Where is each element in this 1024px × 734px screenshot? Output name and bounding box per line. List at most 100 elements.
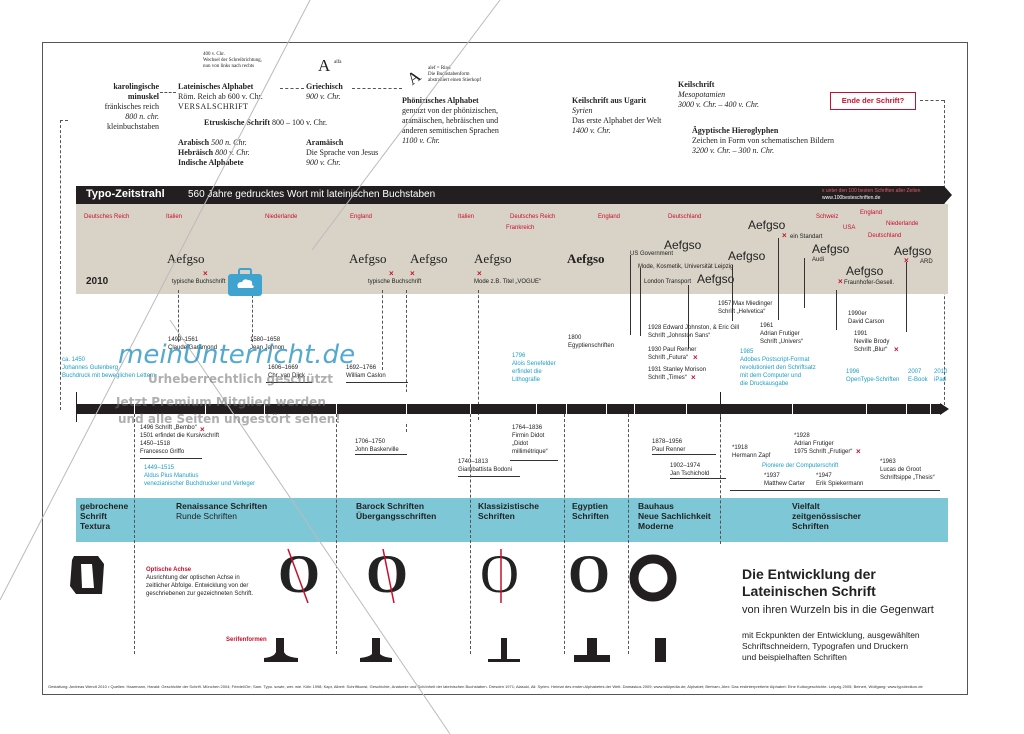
top100-mark: ×	[904, 256, 909, 265]
type-samples-panel	[76, 204, 948, 294]
timeline-axis	[76, 404, 942, 414]
axis-tick	[634, 392, 635, 422]
event-prenner: 1878–1956 Paul Renner	[652, 439, 686, 453]
sample-label: typische Buchschrift	[172, 279, 226, 285]
griechisch-block: Griechisch 900 v. Chr.	[306, 82, 343, 101]
top100-mark: ×	[838, 277, 843, 286]
event-bodoni: 1740–1813 Giambattista Bodoni	[458, 459, 513, 473]
connector	[778, 238, 779, 320]
top100-mark: ×	[477, 269, 482, 278]
sample-label: London Transport	[644, 279, 692, 285]
axis-tick	[606, 392, 607, 422]
sample-label: ein Standart	[790, 234, 823, 240]
sample-label: Mode z.B. Titel „VOGUE“	[474, 279, 542, 285]
optische-achse-desc: Ausrichtung der optischen Achse in zeitl…	[146, 575, 254, 597]
ende-der-schrift-button[interactable]: Ende der Schrift?	[830, 92, 916, 110]
connector	[836, 290, 837, 330]
event-afrutiger: *1928 Adrian Frutiger 1975 Schrift „Frut…	[794, 433, 853, 455]
connector	[732, 265, 733, 321]
era-divider	[134, 414, 135, 654]
top100-mark: ×	[691, 373, 696, 382]
connector	[804, 258, 805, 308]
connector	[280, 88, 304, 89]
serif-grotesk	[655, 638, 666, 662]
country-label: Deutsches Reich	[84, 214, 130, 220]
poster-description: mit Eckpunkten der Entwicklung, ausgewäh…	[742, 630, 920, 662]
connector	[160, 92, 176, 93]
dashed-line	[60, 120, 61, 410]
country-label: Schweiz	[816, 214, 839, 220]
event-carter: *1937 Matthew Carter	[764, 473, 806, 487]
axis-tick	[566, 392, 567, 422]
textura-o-glyph	[70, 556, 104, 594]
sample-label: Audi	[812, 257, 825, 263]
axis-tick	[792, 392, 793, 422]
semitic-block: Arabisch 500 n. Chr. Hebräisch 800 v. Ch…	[178, 138, 250, 167]
serif-klassizismus	[488, 638, 520, 662]
country-label: USA	[843, 225, 856, 231]
axis-tick	[134, 392, 135, 422]
connector	[478, 290, 479, 420]
sample-johnston: Aefgso	[697, 272, 735, 286]
lifespan-bar	[652, 454, 716, 455]
axis-tick	[205, 392, 206, 422]
event-gutenberg: ca. 1450 Johannes Gutenberg Buchdruck mi…	[62, 357, 156, 379]
karolingische-block: karolingische minuskel fränkisches reich…	[104, 82, 159, 131]
sample-bodoni: Aefgso	[474, 251, 512, 266]
alef-note: alef = Rind Die Buchstabenform abstrahie…	[428, 66, 482, 83]
event-opentype: 1996 OpenType-Schriften	[846, 369, 900, 383]
sample-label: Fraunhofer-Gesell.	[844, 280, 895, 286]
dashed-line	[60, 120, 68, 121]
event-baskerville: 1706–1750 John Baskerville	[355, 439, 399, 453]
axis-tick	[930, 392, 931, 422]
era-divider	[628, 414, 629, 654]
country-label: Niederlande	[886, 221, 919, 227]
sample-franklin: Aefgso	[664, 238, 702, 252]
o-glyph-grotesk	[629, 554, 677, 602]
briefcase-icon	[228, 268, 262, 296]
o-glyph-klassizismus: O	[480, 544, 519, 604]
timeline-arrow	[940, 403, 949, 415]
latein-block: Lateinisches Alphabet Röm. Reich ab 600 …	[178, 82, 263, 111]
event-carson: 1990er David Carson	[848, 311, 885, 325]
era-divider	[720, 414, 721, 544]
event-jannon: 1580–1658 Jean Jannon	[250, 337, 285, 351]
optische-achse-title: Optische Achse	[146, 567, 192, 573]
sample-univers: Aefgso	[748, 218, 786, 232]
sample-frutiger: Aefgso	[846, 264, 884, 278]
phoenizisch-block: Phönizisches Alphabet genutzt von der ph…	[402, 96, 499, 145]
lifespan-bar	[266, 382, 312, 383]
banner-subtitle: 560 Jahre gedrucktes Wort mit lateinisch…	[188, 189, 436, 200]
poster-subtitle: von ihren Wurzeln bis in die Gegenwart	[742, 604, 934, 616]
keilschrift-block: Keilschrift Mesopotamien 3000 v. Chr. – …	[678, 80, 760, 109]
event-caslon: 1692–1766 William Caslon	[346, 365, 386, 379]
o-glyph-barock: O	[366, 544, 409, 604]
event-senefelder: 1796 Alois Senefelder erfindet die Litho…	[512, 353, 556, 383]
banner-note: x unter den 100 besten Schriften aller Z…	[822, 188, 921, 194]
alfa-label: alfa	[334, 60, 342, 65]
timeline-banner: Typo-Zeitstrahl 560 Jahre gedrucktes Wor…	[76, 186, 944, 204]
lifespan-bar	[730, 490, 940, 491]
country-label: Niederlande	[265, 214, 298, 220]
sample-egyptienne: Aefgso	[567, 251, 605, 266]
o-glyph-egyptienne-letter: O	[568, 544, 611, 604]
top100-mark: ×	[389, 269, 394, 278]
axis-tick	[406, 392, 407, 422]
watermark-brand: meinUnterricht.de	[118, 340, 356, 370]
event-egyptienne: 1800 Egyptienschriften	[568, 335, 615, 349]
top100-mark: ×	[693, 353, 698, 362]
optical-axis-line	[500, 549, 502, 603]
event-zapf: *1918 Hermann Zapf	[732, 445, 771, 459]
banner-title: Typo-Zeitstrahl	[86, 188, 165, 200]
poster-title-2: Lateinischen Schrift	[742, 583, 876, 599]
lifespan-bar	[140, 458, 202, 459]
axis-tick	[866, 392, 867, 422]
country-label: Italien	[458, 214, 475, 220]
lifespan-bar	[458, 476, 520, 477]
event-renner: 1930 Paul Renner Schrift „Futura“	[648, 347, 697, 361]
